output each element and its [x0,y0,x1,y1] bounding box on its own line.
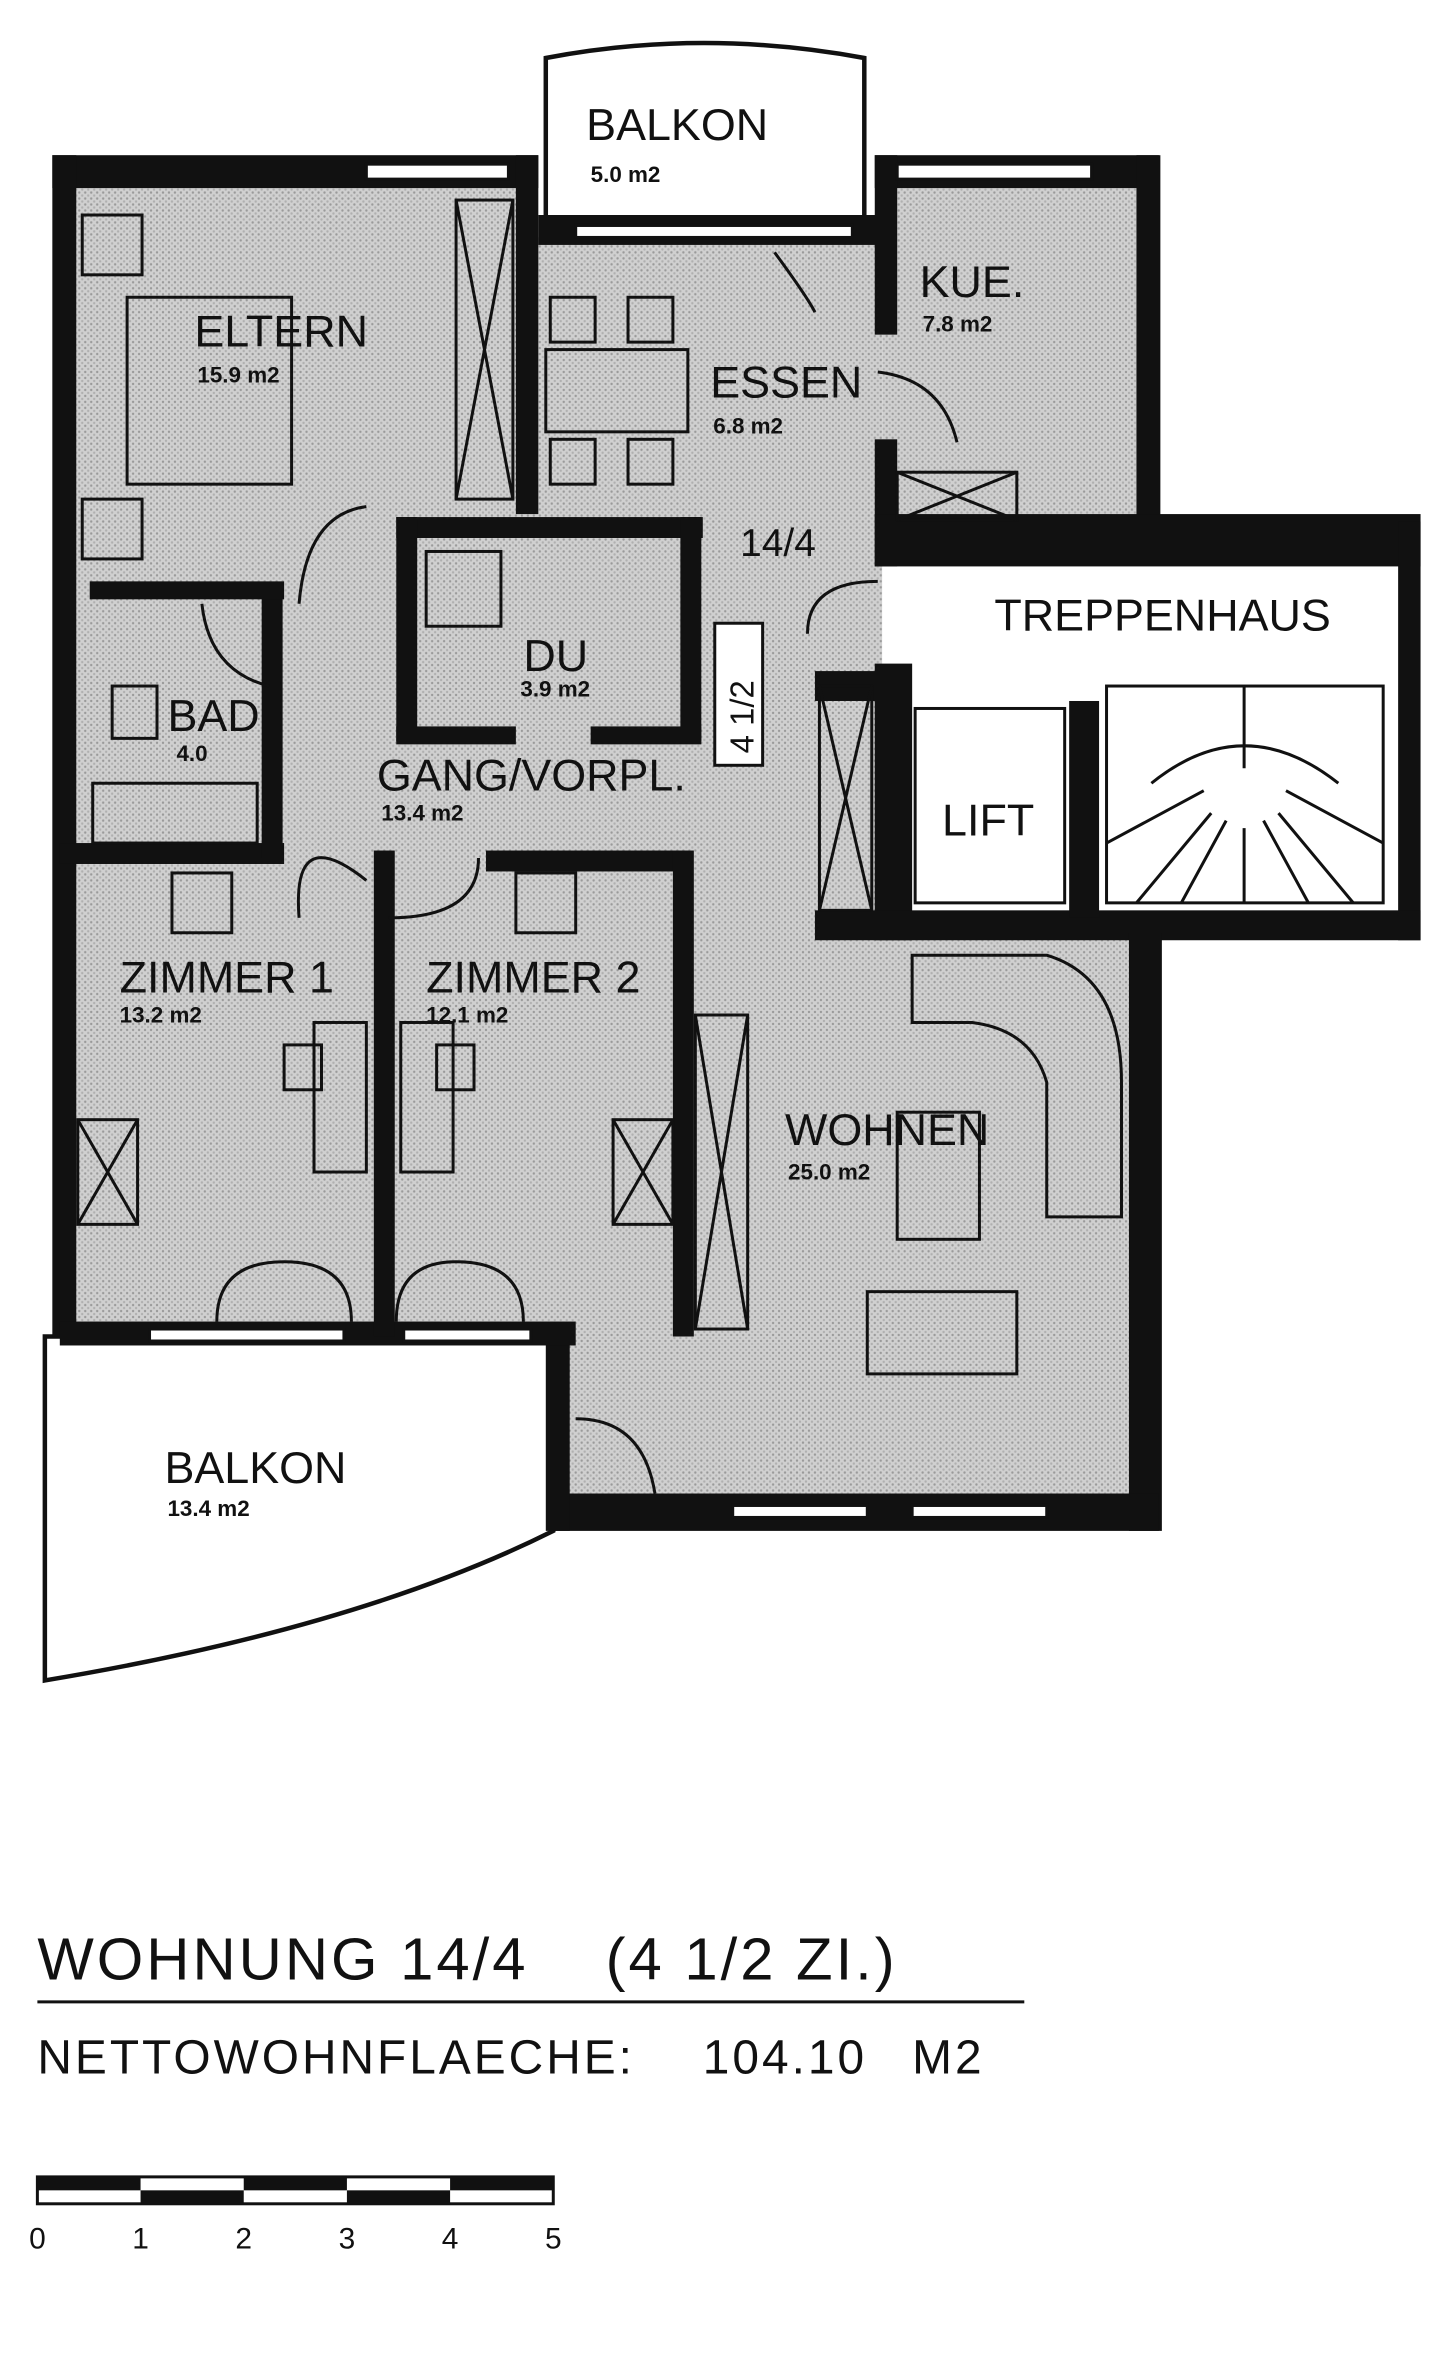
apartment-title: WOHNUNG 14/4 [37,1925,528,1992]
balcony-top [543,40,867,225]
balcony-bottom [42,1334,556,1684]
stairs [1105,684,1385,905]
room-area-kue: 7.8 m2 [923,312,993,337]
room-name-zimmer1: ZIMMER 1 [120,952,334,1003]
room-area-balkon-bottom: 13.4 m2 [167,1496,249,1521]
scale-tick: 0 [29,2223,46,2256]
door-swings [200,251,959,1494]
room-name-zimmer2: ZIMMER 2 [426,952,640,1003]
room-area-eltern: 15.9 m2 [197,362,279,387]
room-area-gang: 13.4 m2 [381,801,463,826]
scale-bar: 0 1 2 3 4 5 [29,2175,562,2256]
wardrobes [76,198,1019,1331]
scale-tick: 2 [235,2223,252,2256]
room-area-du: 3.9 m2 [520,677,590,702]
room-area-zimmer2: 12.1 m2 [426,1002,508,1027]
apartment-rooms: (4 1/2 ZI.) [606,1925,898,1992]
net-area-unit: M2 [912,2032,984,2085]
unit-label: 14/4 [740,522,816,565]
lift-shaft [913,706,1067,905]
scale-tick: 5 [545,2223,562,2256]
net-area-value: 104.10 [703,2032,867,2085]
room-name-bad: BAD [167,690,259,741]
room-name-du: DU [523,630,588,681]
room-labels: BALKON 5.0 m2 ELTERN 15.9 m2 ESSEN 6.8 m… [120,99,1331,1521]
windows [148,162,1094,1519]
room-area-zimmer1: 13.2 m2 [120,1002,202,1027]
room-area-wohnen: 25.0 m2 [788,1159,870,1184]
scale-tick: 3 [339,2223,356,2256]
room-name-essen: ESSEN [710,356,862,407]
room-name-balkon-bottom: BALKON [164,1442,346,1493]
room-name-balkon-top: BALKON [586,99,768,150]
net-area-label: NETTOWOHNFLAECHE: [37,2032,635,2085]
room-area-balkon-top: 5.0 m2 [591,162,661,187]
room-name-lift: LIFT [942,795,1034,846]
furniture [80,213,1123,1376]
room-name-eltern: ELTERN [194,306,368,357]
unit-tag: 4 1/2 [724,680,761,753]
room-area-bad: 4.0 [176,741,207,766]
room-name-treppenhaus: TREPPENHAUS [994,590,1330,641]
room-name-kue: KUE. [920,256,1025,307]
room-area-essen: 6.8 m2 [713,413,783,438]
walls [52,155,1421,1531]
scale-tick: 1 [132,2223,149,2256]
room-name-gang: GANG/VORPL. [377,750,686,801]
room-name-wohnen: WOHNEN [785,1104,989,1155]
scale-tick: 4 [442,2223,459,2256]
